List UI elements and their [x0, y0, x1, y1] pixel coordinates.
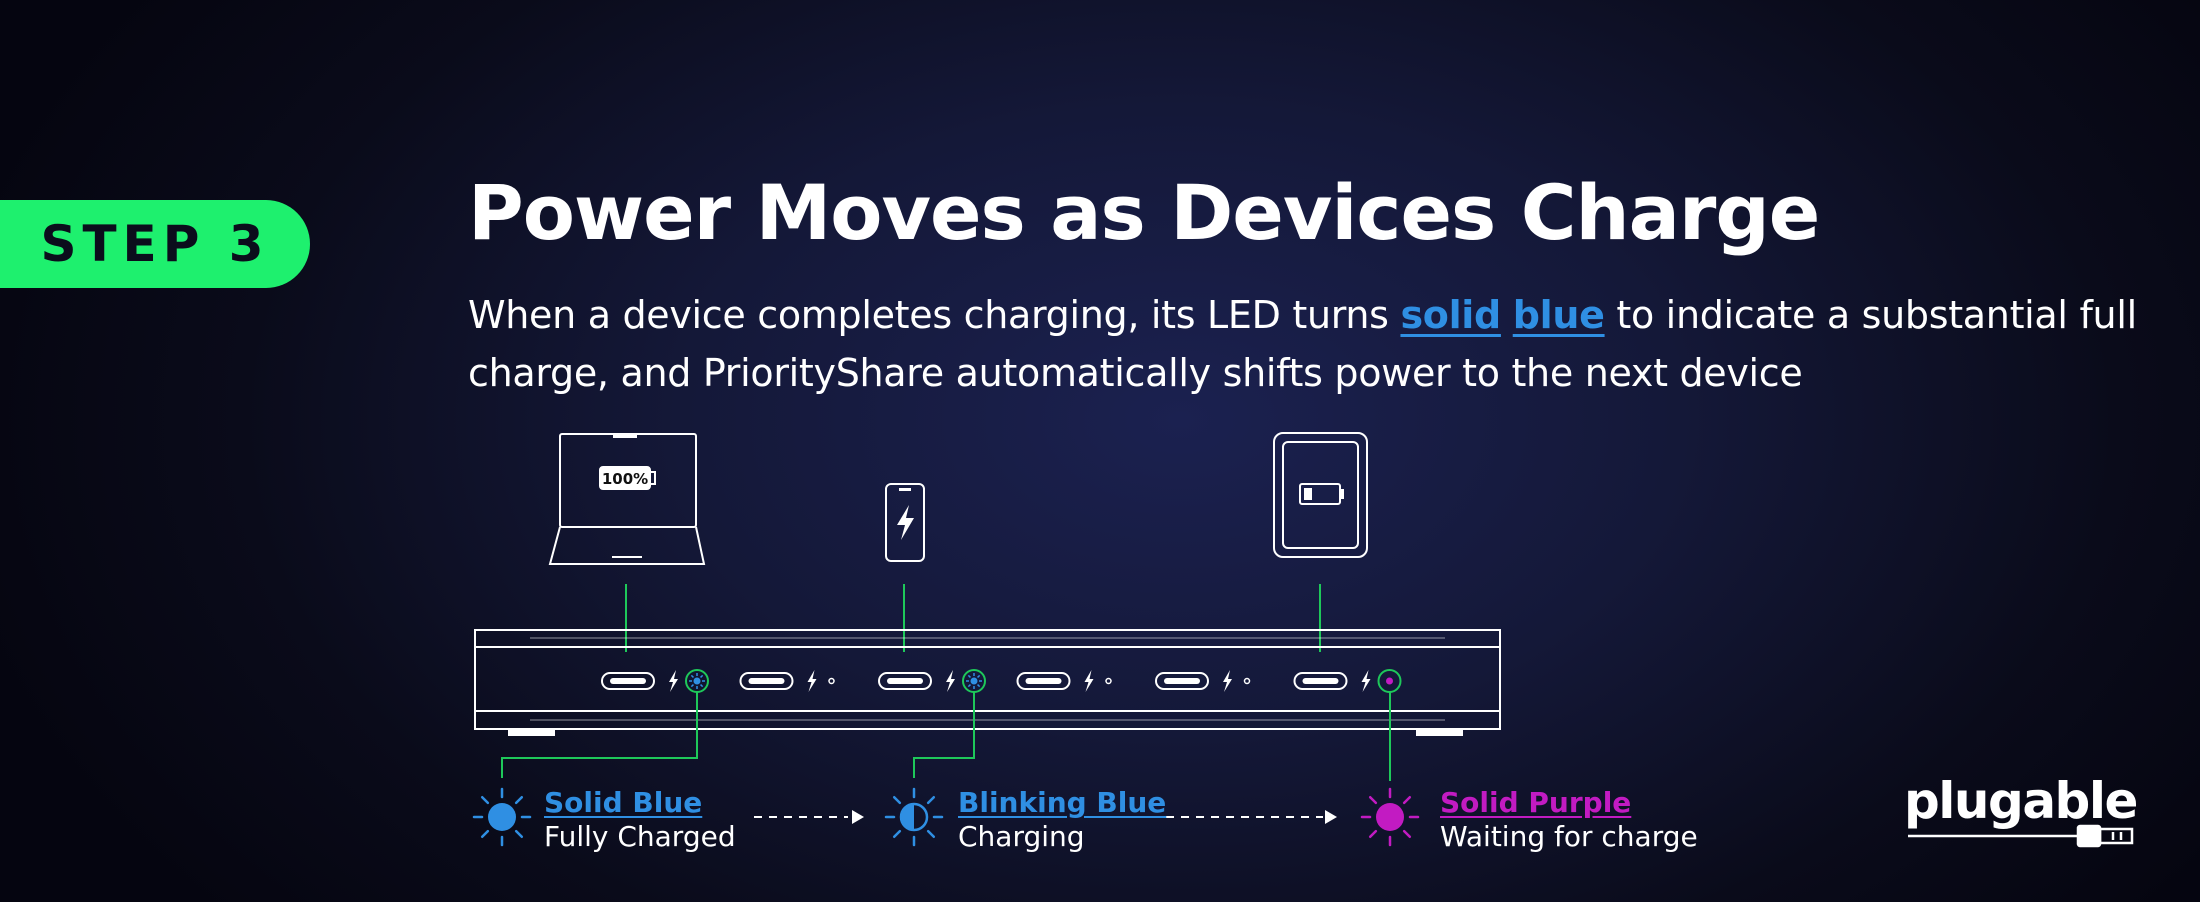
description-text-start: When a device completes charging, its LE…	[468, 293, 1401, 337]
page-title: Power Moves as Devices Charge	[468, 168, 1820, 257]
highlight-blue: blue	[1512, 293, 1605, 337]
laptop-battery-label: 100%	[602, 470, 648, 488]
step-label: STEP 3	[40, 215, 270, 273]
led-ray	[1368, 829, 1378, 839]
led-ray	[977, 674, 981, 678]
usb-plug-icon	[1908, 824, 2134, 848]
charging-station	[474, 629, 1501, 736]
legend-subtitle: Waiting for charge	[1440, 820, 1698, 853]
usb-c-ports	[601, 669, 1402, 693]
usb-c-port-inner	[1164, 678, 1200, 684]
led-blinking-blue-icon	[884, 787, 944, 847]
usb-c-port-inner	[748, 678, 785, 684]
legend-subtitle: Fully Charged	[544, 820, 736, 853]
legend-title: Solid Blue	[544, 786, 703, 819]
lightning-bolt-icon	[1084, 670, 1094, 692]
led-indicator	[970, 677, 978, 685]
led-ray	[892, 829, 902, 839]
usb-c-port-inner	[887, 678, 923, 684]
phone-charging-icon	[885, 483, 925, 562]
led-ray	[700, 684, 704, 688]
led-ray	[480, 829, 490, 839]
led-solid-purple-icon	[1360, 787, 1420, 847]
legend-item-blinking-blue: Blinking Blue Charging	[958, 786, 1166, 854]
led-ray	[926, 795, 936, 805]
led-ray	[700, 674, 704, 678]
led-ray	[967, 684, 971, 688]
arrow-right-icon	[754, 810, 864, 824]
led-ray	[892, 795, 902, 805]
legend-title: Blinking Blue	[958, 786, 1167, 819]
led-ray	[1368, 795, 1378, 805]
led-ray	[1402, 829, 1412, 839]
led-off-indicator	[1105, 677, 1112, 685]
lightning-bolt-icon	[669, 670, 678, 692]
usb-c-port	[1155, 672, 1209, 690]
usb-c-port-inner	[610, 678, 646, 684]
highlight-solid: solid	[1400, 293, 1501, 337]
led-ray	[1402, 795, 1412, 805]
usb-c-port	[1293, 672, 1348, 690]
lightning-bolt-icon	[946, 670, 955, 692]
lightning-bolt-icon	[807, 670, 817, 692]
lightning-bolt-icon	[1223, 670, 1232, 692]
led-indicator	[693, 677, 701, 685]
laptop-icon	[548, 433, 706, 565]
device-connectors	[625, 584, 1321, 652]
led-off-indicator	[828, 677, 835, 685]
plugable-logo: plugable	[1904, 772, 2138, 830]
led-ray	[480, 795, 490, 805]
led-ray	[690, 684, 694, 688]
led-ray	[926, 829, 936, 839]
led-solid-blue-icon	[472, 787, 532, 847]
usb-c-port	[878, 672, 932, 690]
arrow-right-icon	[1166, 810, 1337, 824]
led-ray	[967, 674, 971, 678]
led-indicator	[1386, 677, 1393, 685]
usb-c-port	[601, 672, 655, 690]
legend-subtitle: Charging	[958, 820, 1085, 853]
description: When a device completes charging, its LE…	[468, 286, 2168, 402]
usb-c-port-inner	[1025, 678, 1062, 684]
step-badge: STEP 3	[0, 200, 310, 288]
usb-c-port	[1016, 672, 1071, 690]
led-off-indicator	[1243, 677, 1251, 685]
led-ray	[977, 684, 981, 688]
usb-c-port-inner	[1302, 678, 1339, 684]
led-ray	[514, 829, 524, 839]
legend-item-solid-purple: Solid Purple Waiting for charge	[1440, 786, 1698, 854]
usb-c-port	[739, 672, 794, 690]
legend-item-solid-blue: Solid Blue Fully Charged	[544, 786, 736, 854]
tablet-low-battery-icon	[1273, 432, 1368, 558]
led-ray	[690, 674, 694, 678]
legend-connectors	[501, 692, 1391, 781]
led-ray	[514, 795, 524, 805]
description-text-end: to indicate a substantial full charge, a…	[468, 293, 2137, 395]
lightning-bolt-icon	[1361, 670, 1371, 692]
legend-title: Solid Purple	[1440, 786, 1632, 819]
